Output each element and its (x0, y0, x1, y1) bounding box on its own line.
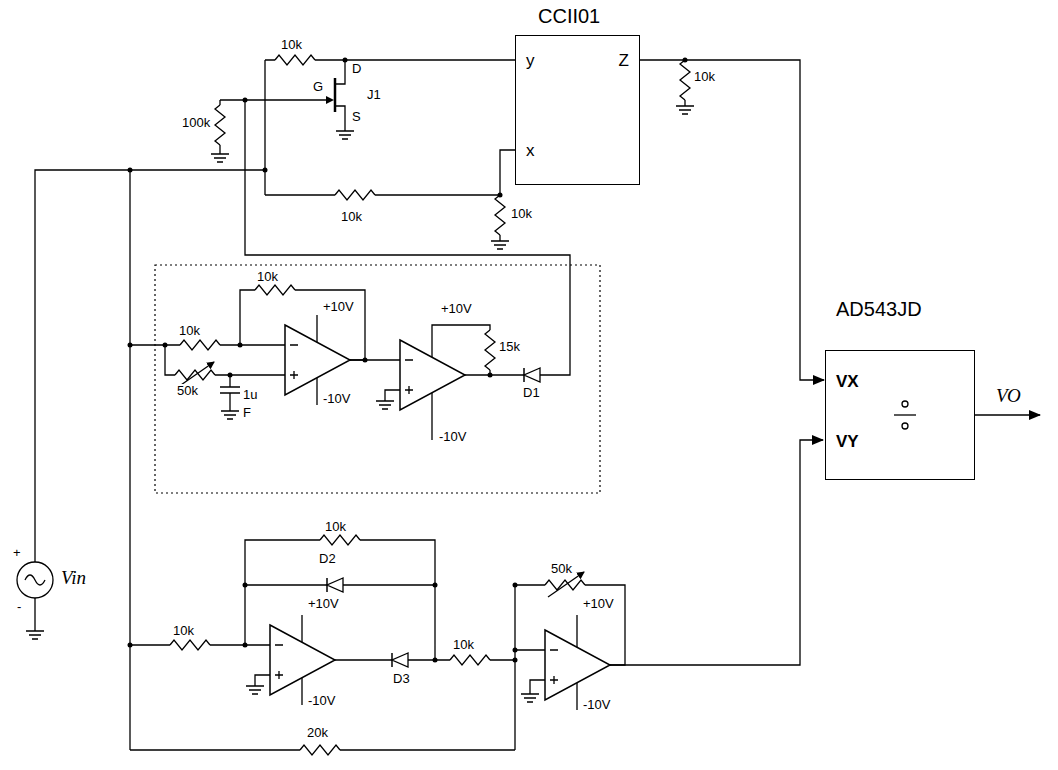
pin-name: D (351, 62, 362, 75)
divider-box: AD543JDVXVY (825, 350, 975, 480)
supply-label: +10V (582, 597, 615, 610)
value-label: 100k (181, 116, 211, 129)
pin-name: Z (619, 52, 629, 69)
signal-name: Vin (60, 568, 87, 587)
value-label: F (242, 406, 252, 419)
current-conveyor-box: CCII01yZx (515, 35, 640, 185)
pin-name: x (526, 142, 535, 159)
polarity-mark: - (16, 600, 22, 613)
value-label: 10k (172, 624, 195, 637)
part-name: CCII01 (538, 6, 600, 26)
value-label: 10k (510, 207, 533, 220)
supply-label: -10V (582, 698, 611, 711)
polarity-mark: + (12, 546, 22, 559)
signal-name: VO (995, 386, 1022, 405)
supply-label: -10V (438, 430, 467, 443)
pin-name: G (312, 80, 324, 93)
part-name: D3 (392, 672, 411, 685)
supply-label: -10V (307, 694, 336, 707)
part-name: J1 (366, 88, 382, 101)
value-label: 10k (452, 638, 475, 651)
part-name: D2 (318, 552, 337, 565)
signal-wire (640, 60, 824, 380)
part-name: AD543JD (836, 299, 922, 319)
supply-label: -10V (322, 392, 351, 405)
pin-name: VX (836, 373, 859, 390)
value-label: 20k (306, 726, 329, 739)
supply-label: +10V (440, 302, 473, 315)
value-label: 15k (498, 340, 521, 353)
value-label: 10k (280, 38, 303, 51)
pin-name: S (351, 110, 362, 123)
value-label: 10k (256, 270, 279, 283)
value-label: 50k (176, 384, 199, 397)
value-label: 10k (340, 210, 363, 223)
pin-name: y (526, 52, 535, 69)
value-label: 50k (550, 562, 573, 575)
value-label: 10k (324, 520, 347, 533)
supply-label: +10V (307, 597, 340, 610)
value-label: 10k (693, 70, 716, 83)
value-label: 1u (242, 388, 258, 401)
pin-name: VY (836, 433, 859, 450)
value-label: 10k (178, 324, 201, 337)
part-name: D1 (522, 386, 541, 399)
supply-label: +10V (322, 300, 355, 313)
